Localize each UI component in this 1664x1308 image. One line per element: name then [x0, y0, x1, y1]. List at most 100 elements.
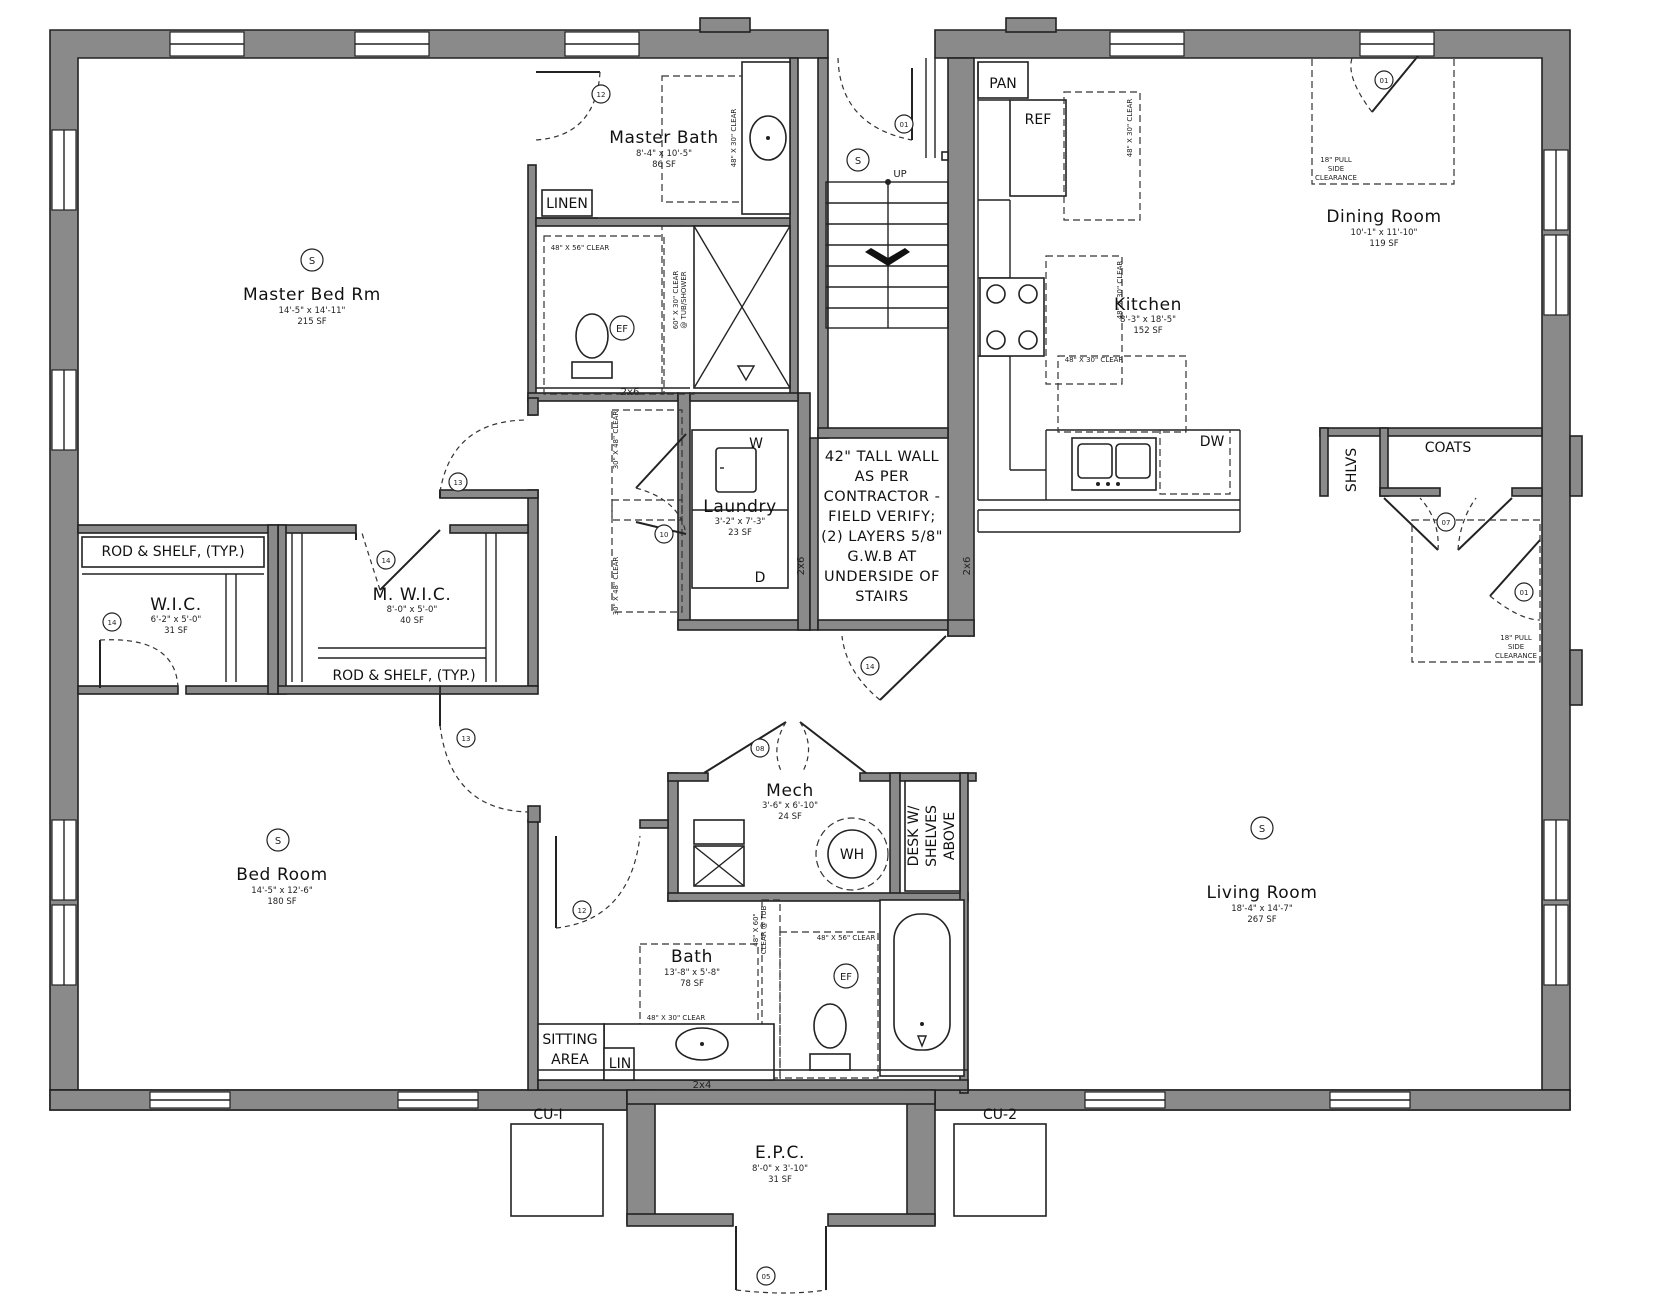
room-name-laundry: Laundry: [703, 497, 776, 517]
svg-text:SHLVS: SHLVS: [1344, 448, 1360, 492]
svg-text:DESK W/: DESK W/: [906, 805, 922, 866]
room-name-bed: Bed Room: [236, 865, 328, 885]
svg-text:215 SF: 215 SF: [297, 317, 326, 327]
svg-text:86 SF: 86 SF: [652, 160, 676, 170]
svg-text:48" X 30" CLEAR: 48" X 30" CLEAR: [1065, 356, 1124, 364]
svg-text:SITTING: SITTING: [542, 1032, 597, 1048]
svg-text:DW: DW: [1200, 434, 1225, 450]
svg-text:EF: EF: [616, 324, 628, 335]
room-name-master-bath: Master Bath: [609, 128, 719, 148]
room-name-wic: W.I.C.: [150, 595, 202, 615]
svg-text:48" X 60": 48" X 60": [752, 913, 760, 947]
svg-text:S: S: [855, 156, 861, 167]
svg-text:3'-2" x 7'-3": 3'-2" x 7'-3": [715, 517, 766, 527]
svg-text:10: 10: [660, 531, 669, 539]
windows: [51, 31, 1569, 1109]
svg-text:S: S: [275, 836, 281, 847]
svg-text:UNDERSIDE OF: UNDERSIDE OF: [824, 569, 940, 585]
svg-text:13: 13: [454, 479, 463, 487]
svg-text:07: 07: [1442, 519, 1451, 527]
room-name-kitchen: Kitchen: [1114, 295, 1182, 315]
smoke-detectors: S S S S EF EF: [266, 148, 1274, 989]
svg-text:267 SF: 267 SF: [1247, 915, 1276, 925]
svg-text:SIDE: SIDE: [1328, 165, 1344, 173]
interior-walls: [77, 57, 1543, 1227]
svg-text:30" X 48" CLEAR: 30" X 48" CLEAR: [612, 411, 620, 470]
svg-text:S: S: [309, 256, 315, 267]
svg-text:CLEARANCE: CLEARANCE: [1315, 174, 1357, 182]
doors: [355, 55, 1541, 1294]
svg-text:FIELD VERIFY;: FIELD VERIFY;: [828, 509, 936, 525]
room-labels: Master Bed Rm 14'-5" x 14'-11" 215 SF Ma…: [150, 128, 1441, 1185]
svg-text:CU-I: CU-I: [533, 1107, 562, 1123]
svg-text:01: 01: [900, 121, 909, 129]
room-name-mech: Mech: [766, 781, 814, 801]
svg-text:STAIRS: STAIRS: [855, 589, 908, 605]
room-name-living: Living Room: [1207, 883, 1318, 903]
svg-text:6'-2" x 5'-0": 6'-2" x 5'-0": [151, 615, 202, 625]
svg-text:119 SF: 119 SF: [1369, 239, 1398, 249]
svg-text:14: 14: [866, 663, 875, 671]
svg-text:18'-4" x 14'-7": 18'-4" x 14'-7": [1231, 904, 1293, 914]
svg-text:48" X 56" CLEAR: 48" X 56" CLEAR: [551, 244, 610, 252]
svg-text:12: 12: [578, 907, 587, 915]
svg-text:42" TALL WALL: 42" TALL WALL: [825, 449, 939, 465]
svg-text:152 SF: 152 SF: [1133, 326, 1162, 336]
svg-text:EF: EF: [840, 972, 852, 983]
svg-text:48" X 30" CLEAR: 48" X 30" CLEAR: [647, 1014, 706, 1022]
svg-text:31 SF: 31 SF: [768, 1175, 792, 1185]
svg-text:48" X 30" CLEAR: 48" X 30" CLEAR: [730, 109, 738, 168]
svg-text:CU-2: CU-2: [983, 1107, 1017, 1123]
room-name-mwic: M. W.I.C.: [373, 585, 452, 605]
svg-text:@ TUB/SHOWER: @ TUB/SHOWER: [680, 271, 688, 328]
svg-text:2x4: 2x4: [693, 1080, 712, 1091]
room-name-master-bed: Master Bed Rm: [243, 285, 381, 305]
svg-text:2x6: 2x6: [621, 387, 640, 398]
svg-text:PAN: PAN: [989, 76, 1017, 92]
svg-text:LINEN: LINEN: [546, 196, 588, 212]
door-jambs: [527, 397, 669, 829]
svg-text:23 SF: 23 SF: [728, 528, 752, 538]
svg-text:S: S: [1259, 824, 1265, 835]
svg-text:2x6: 2x6: [796, 557, 807, 576]
room-name-bath: Bath: [671, 947, 713, 967]
svg-text:40 SF: 40 SF: [400, 616, 424, 626]
svg-text:01: 01: [1520, 589, 1529, 597]
svg-text:14: 14: [108, 619, 117, 627]
laundry-fixtures: [611, 409, 789, 613]
svg-text:ABOVE: ABOVE: [942, 812, 958, 860]
room-name-epc: E.P.C.: [755, 1143, 805, 1163]
svg-text:2x6: 2x6: [962, 557, 973, 576]
svg-text:W: W: [749, 436, 763, 452]
svg-text:G.W.B AT: G.W.B AT: [847, 549, 916, 565]
svg-text:31 SF: 31 SF: [164, 626, 188, 636]
svg-text:13'-8" x 5'-8": 13'-8" x 5'-8": [664, 968, 720, 978]
svg-text:COATS: COATS: [1425, 440, 1472, 456]
svg-text:18" PULL: 18" PULL: [1320, 156, 1352, 164]
door-tags: 12 01 01 13 14 14 10 14 13 08 12 07 01 0…: [102, 70, 1534, 1286]
svg-text:14'-5" x 12'-6": 14'-5" x 12'-6": [251, 886, 313, 896]
svg-text:78 SF: 78 SF: [680, 979, 704, 989]
svg-text:48" X 56" CLEAR: 48" X 56" CLEAR: [817, 934, 876, 942]
svg-text:AREA: AREA: [551, 1052, 589, 1068]
svg-text:08: 08: [756, 745, 765, 753]
svg-text:AS PER: AS PER: [855, 469, 910, 485]
svg-text:WH: WH: [840, 847, 864, 863]
svg-text:D: D: [755, 570, 766, 586]
svg-text:24 SF: 24 SF: [778, 812, 802, 822]
stair: [825, 57, 949, 329]
svg-text:10'-1" x 11'-10": 10'-1" x 11'-10": [1351, 228, 1418, 238]
svg-text:CONTRACTOR -: CONTRACTOR -: [824, 489, 941, 505]
svg-text:3'-6" x 6'-10": 3'-6" x 6'-10": [762, 801, 818, 811]
stair-note: 42" TALL WALL AS PER CONTRACTOR - FIELD …: [821, 449, 942, 605]
svg-text:8'-4" x 10'-5": 8'-4" x 10'-5": [636, 149, 692, 159]
svg-text:CLEARANCE: CLEARANCE: [1495, 652, 1537, 660]
closet-fixtures: [81, 529, 497, 689]
svg-text:UP: UP: [893, 169, 906, 180]
svg-text:13: 13: [462, 735, 471, 743]
svg-text:48" X 30" CLEAR: 48" X 30" CLEAR: [1126, 99, 1134, 158]
svg-text:60" X 30" CLEAR: 60" X 30" CLEAR: [672, 271, 680, 330]
svg-text:18" PULL: 18" PULL: [1500, 634, 1532, 642]
svg-text:180 SF: 180 SF: [267, 897, 296, 907]
